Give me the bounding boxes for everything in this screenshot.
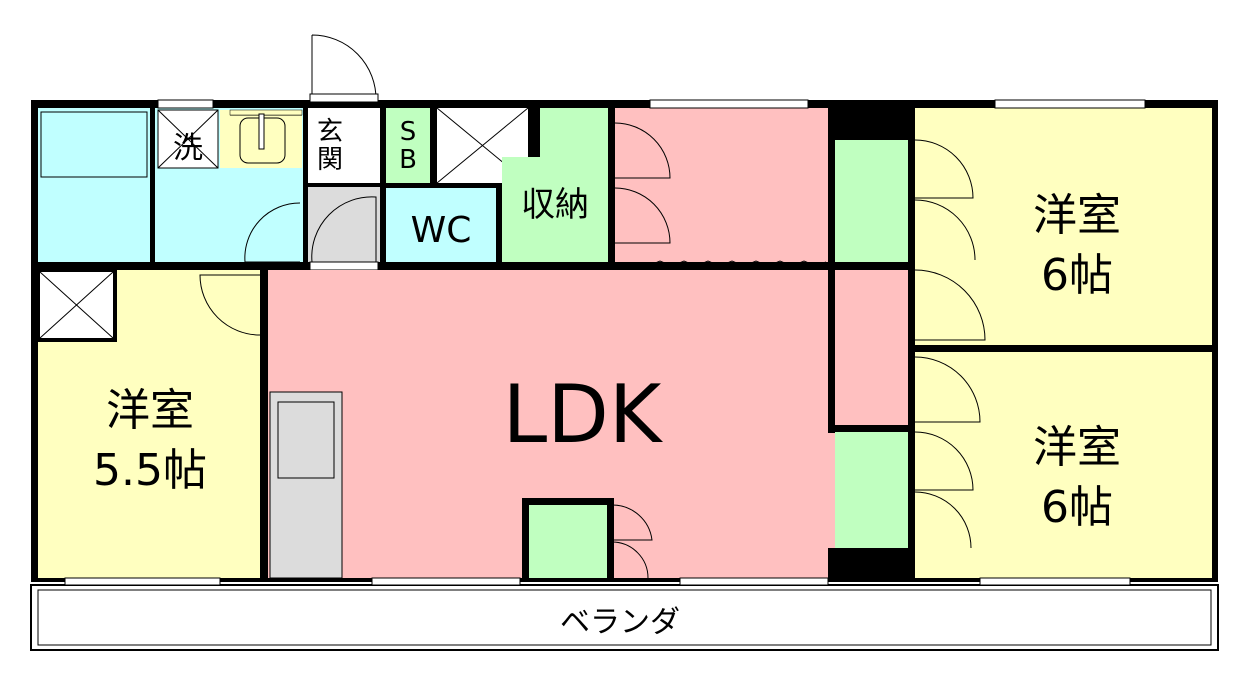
pillar-bottom	[828, 548, 915, 582]
folding-partition[interactable]	[647, 260, 827, 267]
hall-door[interactable]	[311, 196, 377, 263]
kitchen-counter	[269, 391, 343, 579]
entry-hall	[308, 187, 380, 262]
closet-right-bottom-door[interactable]	[914, 431, 974, 549]
wc	[386, 188, 496, 262]
genkan-label-2: 関	[317, 145, 343, 175]
hallway-storage-area	[615, 108, 828, 262]
entrance-door[interactable]	[311, 34, 377, 101]
room-left-door[interactable]	[199, 274, 261, 336]
sb-label-1: S	[400, 117, 417, 147]
storage-door-top[interactable]	[614, 122, 671, 179]
ldk-storage-door[interactable]	[611, 504, 653, 579]
closet-right-top	[835, 140, 908, 262]
pillar-top	[828, 100, 915, 138]
storage-label: 収納	[521, 185, 589, 225]
room-right-top-label-1: 洋室	[1033, 190, 1121, 241]
genkan	[308, 108, 380, 183]
washroom-label: 洗	[173, 131, 203, 166]
veranda	[30, 584, 1219, 651]
room-right-top-door[interactable]	[914, 269, 986, 341]
sb-label-2: B	[399, 145, 417, 175]
room-right-bottom-label-1: 洋室	[1033, 422, 1121, 473]
washroom-door[interactable]	[244, 202, 301, 263]
veranda-rail	[37, 589, 1212, 646]
room-western-6-bottom	[915, 352, 1212, 578]
storage-closet	[502, 108, 608, 262]
closet-right-bottom	[835, 432, 908, 548]
room-left-label-1: 洋室	[106, 385, 194, 436]
ldk-storage	[529, 505, 607, 578]
bathtub	[40, 111, 148, 178]
closet-right-top-door[interactable]	[914, 139, 976, 261]
storage-door-bottom[interactable]	[614, 187, 671, 244]
veranda-label: ベランダ	[560, 605, 680, 640]
ldk-label: LDK	[503, 368, 664, 461]
room-left-label-2: 5.5帖	[93, 445, 207, 496]
faucet	[258, 113, 265, 150]
kitchen-sink	[277, 401, 335, 479]
bathroom	[38, 108, 150, 262]
genkan-label-1: 玄	[317, 117, 343, 147]
shoe-box	[386, 108, 430, 183]
room-right-bottom-label-2: 6帖	[1041, 482, 1113, 533]
windows	[64, 99, 1146, 586]
room-right-top-label-2: 6帖	[1041, 250, 1113, 301]
room-right-bottom-door[interactable]	[914, 356, 981, 423]
wc-label: WC	[411, 210, 472, 251]
